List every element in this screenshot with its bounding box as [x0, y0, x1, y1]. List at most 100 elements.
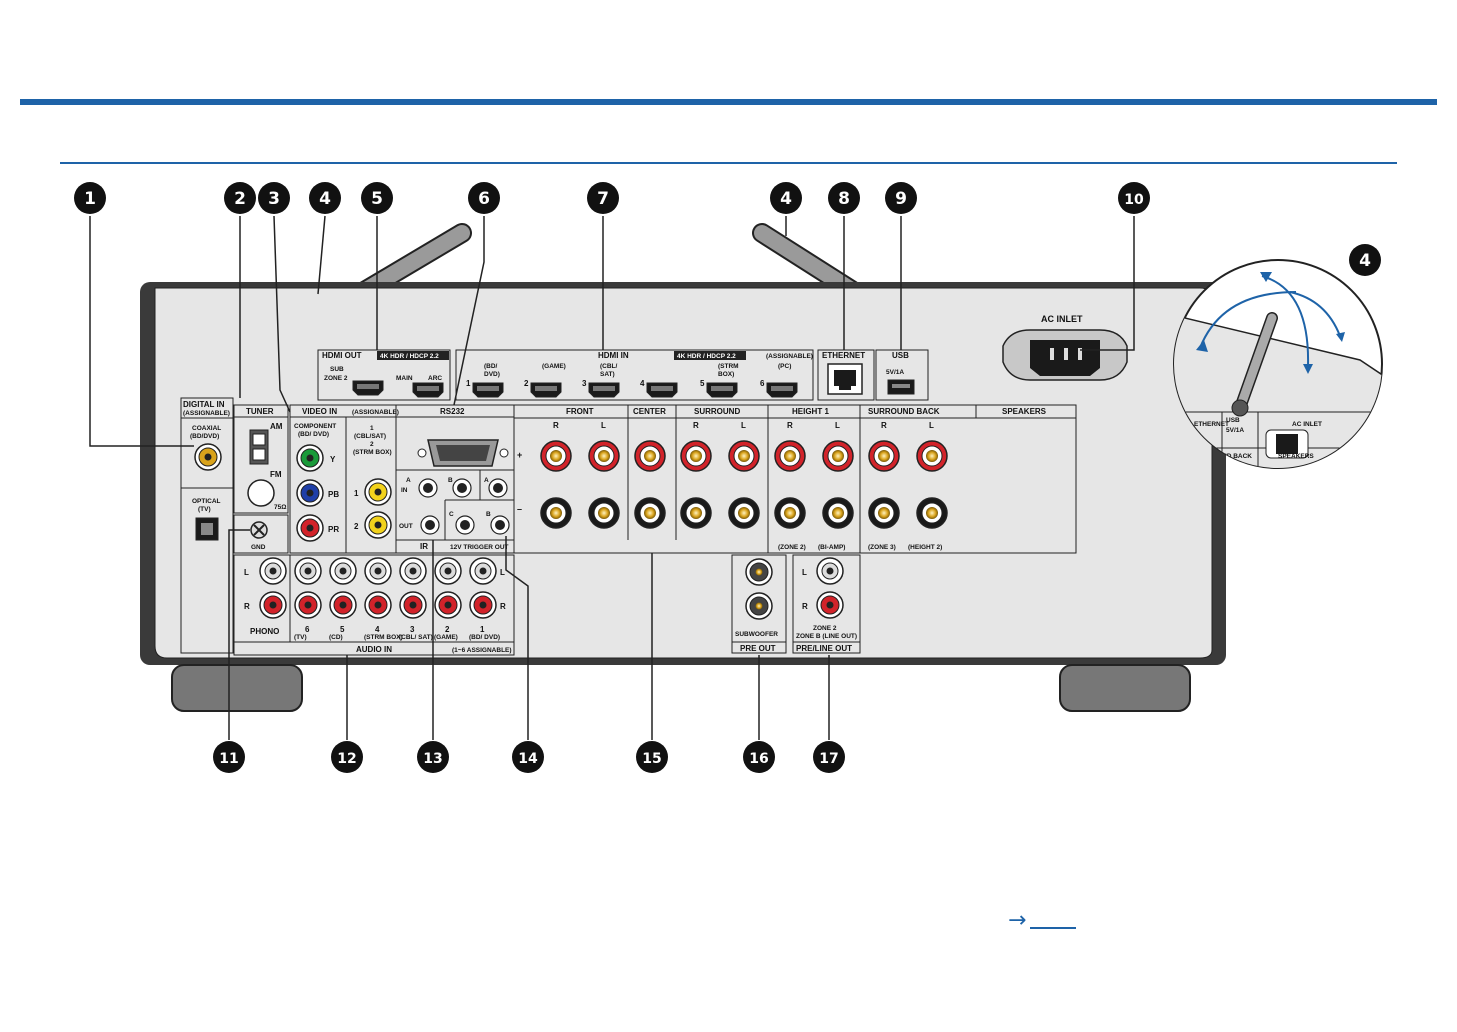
trigger-a-label: A — [484, 477, 489, 484]
callout-1: 1 — [74, 182, 106, 214]
hdmi-in-port-3[interactable] — [588, 382, 620, 398]
trigger-b-jack[interactable] — [490, 515, 510, 535]
speaker-terminal-minus-7[interactable] — [822, 497, 854, 529]
video-in-assignable: (ASSIGNABLE) — [352, 409, 399, 416]
optical-jack[interactable] — [195, 517, 219, 541]
speaker-channel-9: L — [929, 421, 934, 430]
inset-ac-label: AC INLET — [1292, 421, 1322, 428]
callout-16: 14 — [512, 741, 544, 773]
audio-l-label-left: L — [244, 568, 249, 577]
page-link-underline — [1030, 913, 1077, 929]
hdmi-in-port-5[interactable] — [706, 382, 738, 398]
section-rule — [60, 162, 1397, 164]
trigger-c-jack[interactable] — [455, 515, 475, 535]
callout-number: 4 — [1359, 251, 1371, 271]
speaker-terminal-plus-9[interactable] — [916, 440, 948, 472]
speaker-terminal-minus-8[interactable] — [868, 497, 900, 529]
speaker-terminal-minus-1[interactable] — [540, 497, 572, 529]
speaker-terminal-plus-4[interactable] — [680, 440, 712, 472]
composite-2-jack[interactable] — [364, 511, 392, 539]
ir-in-a-jack[interactable] — [418, 478, 438, 498]
audio-in-r-jack-6[interactable] — [294, 591, 322, 619]
audio-in-num-3: 3 — [410, 625, 415, 634]
trigger-a-jack[interactable] — [488, 478, 508, 498]
rs232-port[interactable] — [417, 439, 509, 467]
speaker-terminal-plus-5[interactable] — [728, 440, 760, 472]
audio-in-src-3: (CBL/ SAT) — [399, 634, 433, 641]
ir-in-b-jack[interactable] — [452, 478, 472, 498]
callout-number: 14 — [518, 751, 538, 767]
component-pr-jack[interactable] — [296, 514, 324, 542]
subwoofer-jack-2[interactable] — [745, 592, 773, 620]
audio-in-l-jack-3[interactable] — [399, 557, 427, 585]
audio-in-l-jack-2[interactable] — [434, 557, 462, 585]
callout-15: 13 — [417, 741, 449, 773]
speaker-channel-1: R — [553, 421, 559, 430]
coaxial-label: COAXIAL — [192, 425, 221, 432]
hdmi-out-sub-port[interactable] — [352, 380, 384, 396]
zone2-l-jack[interactable] — [816, 557, 844, 585]
phono-l-jack[interactable] — [259, 557, 287, 585]
callout-number: 4 — [319, 189, 331, 209]
audio-in-src-6: (TV) — [294, 634, 307, 641]
fm-jack[interactable] — [247, 479, 275, 507]
audio-in-r-jack-1[interactable] — [469, 591, 497, 619]
hdmi-out-main-port[interactable] — [412, 382, 444, 398]
speaker-channel-6: R — [787, 421, 793, 430]
speaker-terminal-plus-6[interactable] — [774, 440, 806, 472]
minus-sign: – — [517, 504, 522, 514]
audio-in-r-jack-4[interactable] — [364, 591, 392, 619]
speaker-terminal-plus-8[interactable] — [868, 440, 900, 472]
speaker-terminal-plus-3[interactable] — [634, 440, 666, 472]
audio-in-l-jack-6[interactable] — [294, 557, 322, 585]
speaker-terminal-plus-1[interactable] — [540, 440, 572, 472]
audio-in-l-jack-1[interactable] — [469, 557, 497, 585]
audio-in-l-jack-5[interactable] — [329, 557, 357, 585]
audio-in-num-6: 6 — [305, 625, 310, 634]
callout-number: 9 — [895, 189, 907, 209]
hdmi-in-port-2[interactable] — [530, 382, 562, 398]
subwoofer-jack-1[interactable] — [745, 558, 773, 586]
ir-in-label: IN — [401, 487, 408, 494]
hdmi-in-src-3-0: (CBL/ — [600, 363, 618, 370]
audio-in-r-jack-2[interactable] — [434, 591, 462, 619]
coaxial-jack[interactable] — [194, 443, 222, 471]
callout-number: 7 — [597, 189, 609, 209]
audio-in-src-4: (STRM BOX) — [364, 634, 403, 641]
page-reference-link[interactable]: → — [1008, 908, 1077, 933]
speaker-terminal-minus-2[interactable] — [588, 497, 620, 529]
composite-2-src: (STRM BOX) — [353, 449, 392, 456]
zone3-paren: (ZONE 3) — [868, 544, 896, 551]
hdmi-in-port-4[interactable] — [646, 382, 678, 398]
ac-inlet[interactable] — [1002, 329, 1128, 381]
gnd-label: GND — [251, 544, 266, 551]
speaker-terminal-minus-6[interactable] — [774, 497, 806, 529]
phono-r-jack[interactable] — [259, 591, 287, 619]
speaker-terminal-plus-2[interactable] — [588, 440, 620, 472]
audio-in-r-jack-3[interactable] — [399, 591, 427, 619]
speaker-terminal-minus-3[interactable] — [634, 497, 666, 529]
hdmi-in-src-5-1: BOX) — [718, 371, 734, 378]
gnd-terminal[interactable] — [250, 521, 268, 539]
biamp-label: (BI-AMP) — [818, 544, 845, 551]
usb-port[interactable] — [887, 379, 915, 395]
am-terminal[interactable] — [249, 429, 269, 465]
composite-1-jack[interactable] — [364, 478, 392, 506]
ir-out-jack[interactable] — [420, 515, 440, 535]
composite-row-1: 1 — [354, 489, 359, 498]
hdmi-in-port-1[interactable] — [472, 382, 504, 398]
ethernet-port[interactable] — [827, 363, 863, 395]
component-y-jack[interactable] — [296, 444, 324, 472]
hdmi-in-port-6[interactable] — [766, 382, 798, 398]
component-pb-jack[interactable] — [296, 479, 324, 507]
speaker-terminal-minus-5[interactable] — [728, 497, 760, 529]
hdmi-in-src-3-1: SAT) — [600, 371, 615, 378]
speaker-terminal-plus-7[interactable] — [822, 440, 854, 472]
audio-in-r-jack-5[interactable] — [329, 591, 357, 619]
surround-back-label: SURROUND BACK — [868, 407, 940, 416]
speaker-terminal-minus-4[interactable] — [680, 497, 712, 529]
audio-in-l-jack-4[interactable] — [364, 557, 392, 585]
zone2-r-jack[interactable] — [816, 591, 844, 619]
speaker-terminal-minus-9[interactable] — [916, 497, 948, 529]
